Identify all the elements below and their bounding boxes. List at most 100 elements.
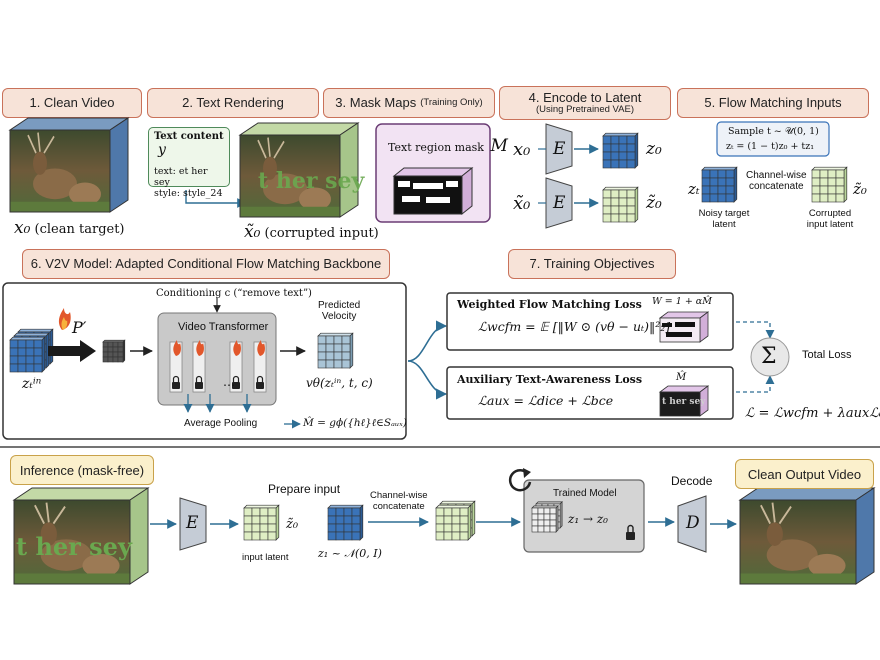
x0-tilde-symbol: x̃₀ [244,222,261,242]
latent-cell [443,507,453,517]
decoder [677,495,707,553]
inference-concat-line-1: Channel-wise [370,490,428,501]
latent-cell [351,531,361,541]
latent-cell [811,185,821,195]
latent-cell [626,159,636,169]
latent-cell [626,135,636,145]
corrupted-line-2: input latent [806,219,854,230]
latent-cell [701,177,711,187]
latent-cell [626,197,636,207]
trained-model-label: Trained Model [553,488,617,499]
latent-cell [725,169,735,179]
encoder-label-1: E [553,139,566,159]
latent-cell [618,197,628,207]
latent-cell [451,507,461,517]
latent-cell [610,197,620,207]
latent-cell [351,515,361,525]
x0-symbol: x₀ [14,218,31,238]
latent-cell [327,507,337,517]
lock-icon [195,382,203,389]
latent-cell [341,359,351,369]
latent-cell [351,507,361,517]
latent-cell [33,363,43,373]
lock-icon [256,382,264,389]
pooling-arrows [183,394,301,429]
header-training-objectives: 7. Training Objectives [508,249,676,279]
header-mask-maps-note: (Training Only) [420,96,483,108]
latent-cell [335,531,345,541]
latent-z0-tilde-grid [602,186,639,223]
latent-cell [709,193,719,203]
latent-cell [827,193,837,203]
latent-cell [335,523,345,533]
latent-cell [243,515,253,525]
latent-cell [117,351,124,358]
latent-cell [610,189,620,199]
latent-cell [333,359,343,369]
latent-cell [451,523,461,533]
latent-cell [435,507,445,517]
header-text-rendering: 2. Text Rendering [147,88,319,118]
latent-cube-top [531,505,559,509]
header-v2v-model-label: 6. V2V Model: Adapted Conditional Flow M… [30,255,382,271]
latent-cube-side [467,504,472,541]
aux-weight: M̂ [676,372,687,383]
aux-equation: ℒaux = ℒdice + ℒbce [478,393,614,408]
header-encode-latent-label: 4. Encode to Latent [528,89,642,105]
latent-cell [102,346,109,353]
latent-cell [549,513,557,521]
latent-cube-top [327,504,364,509]
inference-input-cube [12,487,150,585]
latent-cell [435,523,445,533]
conditioning-label: Conditioning c (“remove text”) [156,288,312,299]
decoder-label: D [686,513,700,533]
latent-cell [259,507,269,517]
latent-cell [317,351,327,361]
latent-cube-side [41,336,46,373]
latent-cell [33,347,43,357]
inference-header: Inference (mask-free) [10,455,154,485]
sample-line-2: zₜ = (1 − t)z₀ + tz₁ [726,141,815,152]
latent-cube-top [602,186,639,191]
total-loss-eq: ℒ = ℒwcfm + λauxℒaux [745,406,880,421]
text-content-title: Text content [154,131,224,142]
latent-cube-top [811,166,848,171]
fire-icon [233,340,241,356]
latent-cell [543,525,551,533]
lock-shackle [232,375,240,382]
patch-tokens-grid [102,339,126,363]
latent-cell [543,519,551,527]
concat-line-2: concatenate [749,181,804,192]
header-v2v-model: 6. V2V Model: Adapted Conditional Flow M… [22,249,390,279]
latent-cell [107,351,114,358]
decode-label: Decode [671,474,713,488]
latent-cell [549,507,557,515]
latent-cube-top [435,504,472,509]
latent-cell [341,351,351,361]
latent-cell [325,343,335,353]
trained-model-box [523,479,645,553]
latent-cell [17,339,27,349]
latent-cell [343,515,353,525]
latent-zt-grid [701,166,738,203]
latent-cell [543,507,551,515]
zt-symbol: zₜ [688,180,700,198]
latent-cell [112,346,119,353]
latent-cell [325,335,335,345]
latent-cell [819,169,829,179]
lock-shackle [172,375,180,382]
latent-cell [717,185,727,195]
latent-cell [102,356,109,363]
latent-cell [835,169,845,179]
clean-target-label: x₀ (clean target) [14,218,125,238]
latent-cell [626,189,636,199]
encoder-row-2 [538,148,599,229]
pooling-label: Average Pooling [184,418,258,429]
noisy-target-label: Noisy target latent [697,208,751,230]
latent-cell [626,205,636,215]
latent-cell [626,151,636,161]
fire-icon [257,340,265,356]
latent-cell [259,531,269,541]
latent-cube-side [559,501,563,529]
